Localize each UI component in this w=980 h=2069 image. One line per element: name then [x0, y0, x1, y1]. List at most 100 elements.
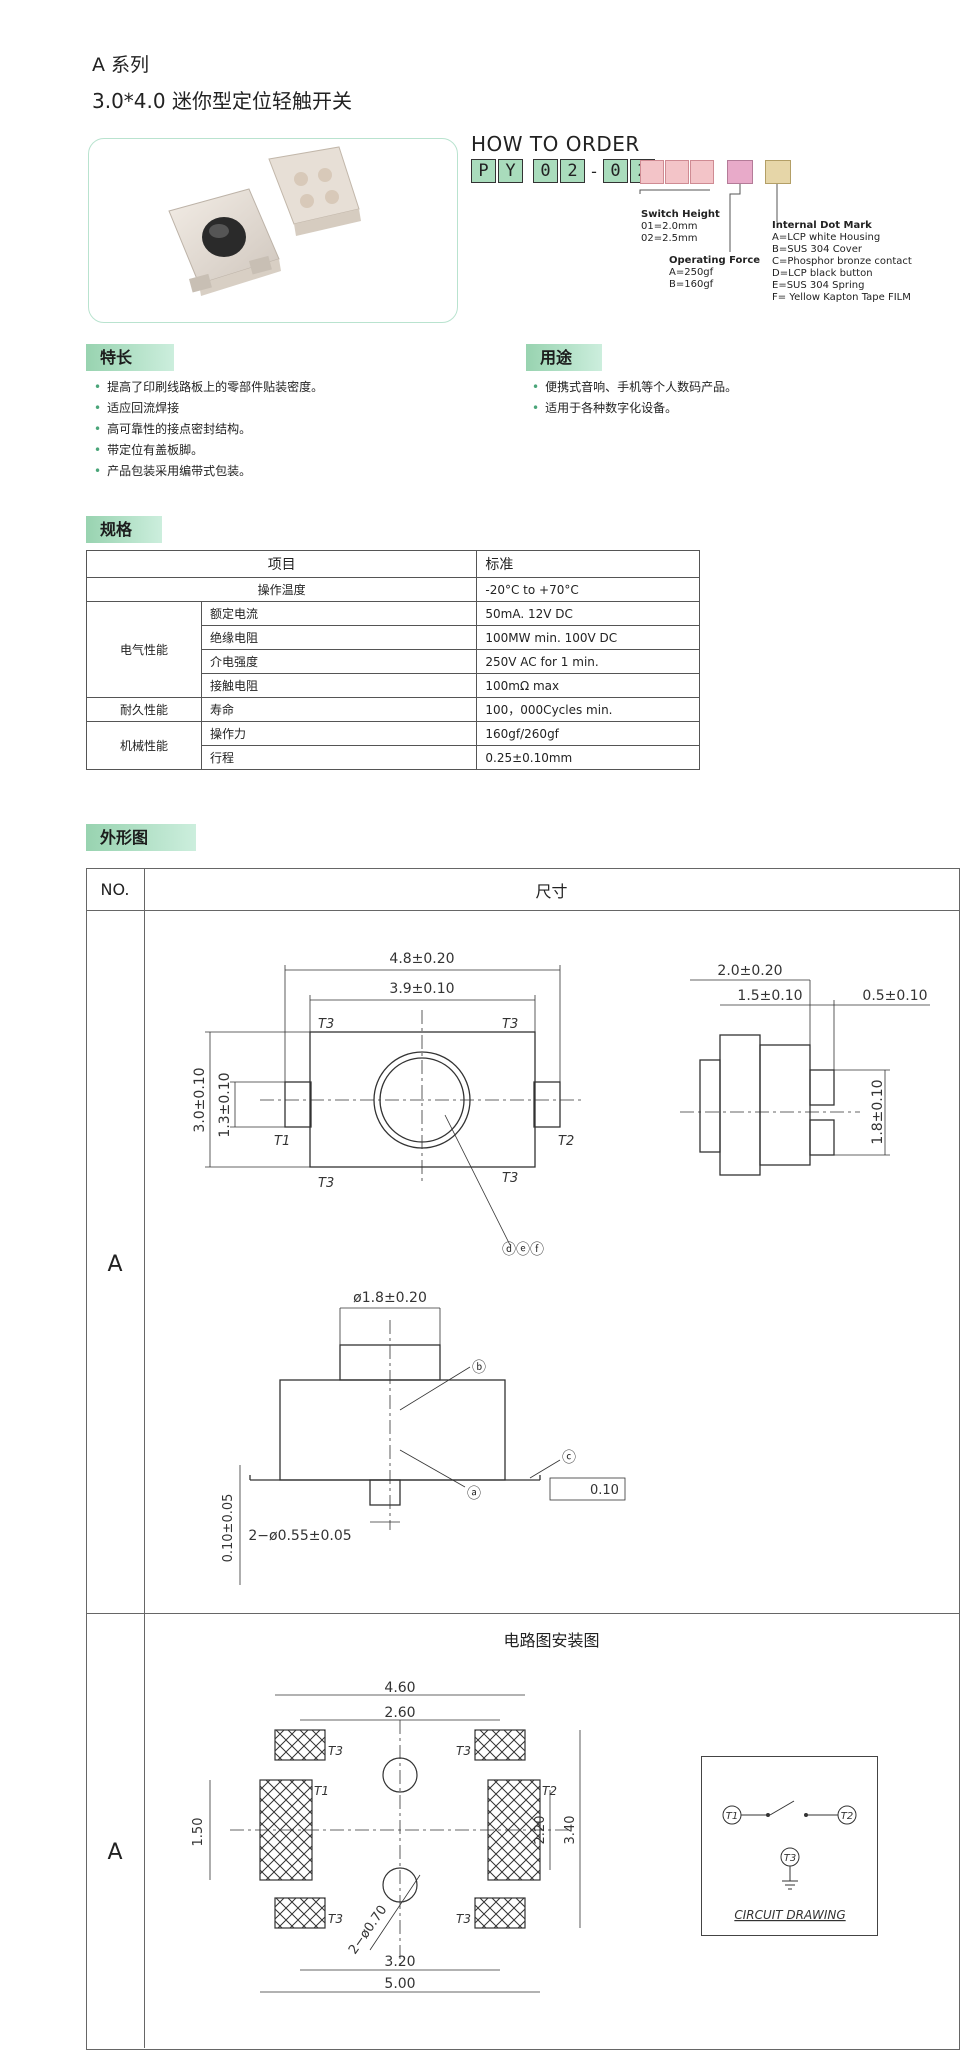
pcb-layout-drawing: 4.60 2.60 1.50 2.20 3.40 3.20 5.00 2−ø0.… [191, 1680, 581, 1993]
callout-b: ⓑ [472, 1360, 486, 1376]
callout-def: ⓓⓔⓕ [502, 1242, 544, 1258]
dim-height-inner: 1.3±0.10 [217, 1072, 233, 1137]
switch-height-boxes [640, 160, 714, 184]
terminal-label: T1 [726, 1811, 738, 1822]
table-cell: 250V AC for 1 min. [476, 649, 700, 674]
col-no-header: NO. [100, 880, 130, 899]
dim-height: 1.8±0.10 [870, 1079, 886, 1144]
table-cell: 50mA. 12V DC [476, 601, 700, 626]
dot-mark-box [765, 160, 791, 184]
terminal-label: T3 [328, 1744, 343, 1758]
table-cell: 100mΩ max [476, 673, 700, 698]
table-cell: 0.25±0.10mm [476, 745, 700, 770]
terminal-label: T3 [318, 1017, 334, 1032]
table-header: 标准 [476, 550, 700, 578]
row-no: A [107, 1840, 123, 1865]
terminal-label: T3 [502, 1017, 518, 1032]
table-cell: 行程 [200, 745, 478, 770]
circuit-label: CIRCUIT DRAWING [734, 1908, 845, 1922]
outline-table [86, 868, 960, 2050]
product-photo [88, 138, 458, 323]
table-row: 机械性能 操作力 160gf/260gf [86, 721, 700, 770]
dim-base: 0.10±0.05 [221, 1494, 236, 1563]
list-item: 便携式音响、手机等个人数码产品。 [532, 377, 737, 398]
mounting-title: 电路图安装图 [503, 1631, 600, 1650]
dim-pcb: 1.50 [191, 1818, 206, 1847]
order-leader-lines [639, 184, 778, 252]
operating-force-note: Operating Force A=250gf B=160gf [669, 255, 760, 291]
table-row: 绝缘电阻 100MW min. 100V DC [87, 625, 700, 650]
dim-pcb: 2.20 [533, 1816, 548, 1845]
note-title: Switch Height [641, 209, 720, 220]
dim-pcb: 5.00 [384, 1976, 415, 1992]
spec-table: 项目 标准 操作温度 -20°C to +70°C 电气性能 额定电流 50mA… [85, 550, 700, 770]
note-title: Operating Force [669, 255, 761, 266]
terminal-label: T2 [841, 1811, 853, 1822]
note-title: Internal Dot Mark [772, 220, 872, 231]
terminal-label: T3 [318, 1176, 334, 1191]
table-row: 项目 标准 [85, 550, 700, 578]
how-to-order-heading: HOW TO ORDER [471, 132, 640, 156]
internal-dot-note: Internal Dot Mark A=LCP white Housing B=… [772, 220, 912, 304]
list-item: 提高了印刷线路板上的零部件贴装密度。 [94, 377, 323, 398]
outline-label: 外形图 [86, 824, 196, 851]
note-line: B=160gf [669, 279, 714, 290]
dim-width: 4.8±0.20 [389, 951, 454, 967]
terminal-label: T3 [328, 1912, 343, 1926]
terminal-label: T3 [502, 1171, 518, 1186]
circuit-drawing: T1 T2 T3 CIRCUIT DRAWING [722, 1800, 857, 1922]
note-line: B=SUS 304 Cover [772, 244, 862, 255]
terminal-label: T3 [456, 1912, 471, 1926]
terminal-label: T2 [542, 1784, 557, 1798]
dim-depth-inner: 1.5±0.10 [737, 988, 802, 1004]
row-no: A [107, 1252, 123, 1277]
table-cell: 电气性能 [86, 601, 202, 698]
force-box [727, 160, 753, 184]
note-line: A=250gf [669, 267, 714, 278]
table-cell: 绝缘电阻 [200, 625, 478, 650]
switch-height-note: Switch Height 01=2.0mm 02=2.5mm [641, 209, 720, 245]
table-cell: 耐久性能 [86, 697, 202, 722]
terminal-label: T2 [558, 1134, 574, 1149]
dim-pcb: 2.60 [384, 1705, 415, 1721]
dim-pcb: 4.60 [384, 1680, 415, 1696]
option-box [665, 160, 689, 184]
option-box [640, 160, 664, 184]
terminal-label: T1 [274, 1134, 290, 1149]
dim-width-inner: 3.9±0.10 [389, 981, 454, 997]
table-cell: 接触电阻 [200, 673, 478, 698]
dim-pin-dia: 2−ø0.55±0.05 [248, 1528, 351, 1544]
code-char: 0 [533, 159, 558, 183]
code-char: Y [498, 159, 523, 183]
table-cell: 寿命 [200, 697, 478, 722]
circuit-drawing-box: T1 T2 T3 CIRCUIT DRAWING [701, 1756, 878, 1936]
features-label: 特长 [86, 344, 174, 371]
callout-c: ⓒ [562, 1450, 576, 1466]
product-title: 3.0*4.0 迷你型定位轻触开关 [92, 89, 352, 113]
table-divider [144, 868, 145, 2048]
features-list: 提高了印刷线路板上的零部件贴装密度。 适应回流焊接 高可靠性的接点密封结构。 带… [94, 377, 323, 482]
dim-pcb: 3.20 [384, 1954, 415, 1970]
dim-depth: 2.0±0.20 [717, 963, 782, 979]
note-line: 02=2.5mm [641, 233, 698, 244]
table-cell: 机械性能 [86, 721, 202, 770]
front-view-drawing: ø1.8±0.20 2−ø0.55±0.05 0.10±0.05 0.10 ⓑ … [221, 1290, 626, 1585]
spec-label: 规格 [86, 516, 162, 543]
table-row: 耐久性能 寿命 100，000Cycles min. [86, 697, 700, 722]
series-title: A 系列 [92, 54, 150, 76]
table-cell: 介电强度 [200, 649, 478, 674]
note-line: A=LCP white Housing [772, 232, 881, 243]
table-cell: 160gf/260gf [476, 721, 700, 746]
flatness-value: 0.10 [590, 1483, 619, 1498]
table-row: 电气性能 额定电流 50mA. 12V DC [86, 601, 700, 698]
option-box [690, 160, 714, 184]
uses-label: 用途 [526, 344, 602, 371]
dim-pin: 0.5±0.10 [862, 988, 927, 1004]
col-dim-header: 尺寸 [535, 882, 568, 901]
side-view-drawing: 2.0±0.20 1.5±0.10 0.5±0.10 1.8±0.10 [680, 963, 930, 1176]
note-line: 01=2.0mm [641, 221, 698, 232]
note-line: F= Yellow Kapton Tape FILM [772, 292, 911, 303]
note-line: D=LCP black button [772, 268, 873, 279]
table-cell: 100MW min. 100V DC [476, 625, 700, 650]
dim-pcb: 3.40 [563, 1816, 578, 1845]
